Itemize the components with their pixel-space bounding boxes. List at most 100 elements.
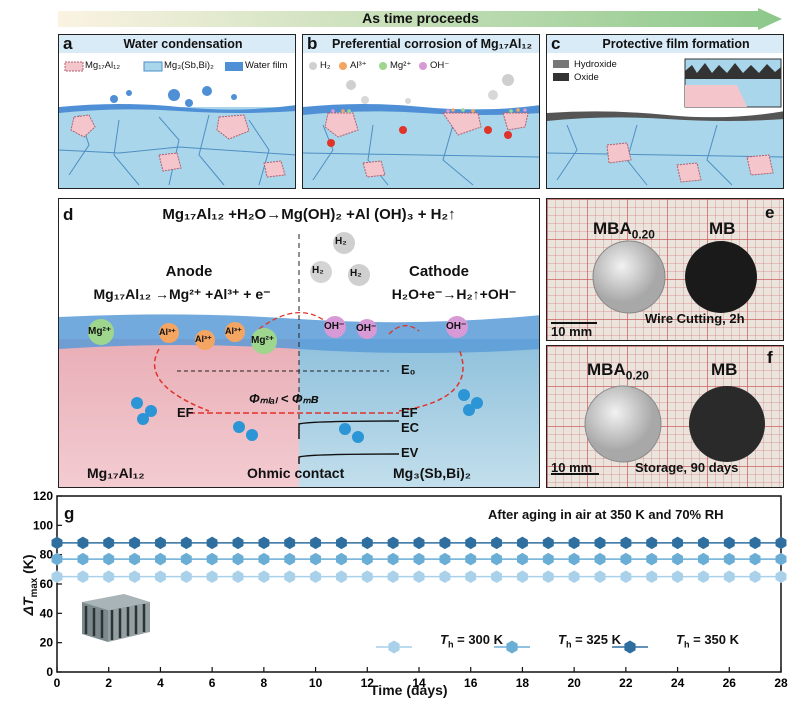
series-point-1 <box>232 552 244 566</box>
panel-e-caption: Wire Cutting, 2h <box>645 311 745 326</box>
ion-al-2: Al³⁺ <box>195 334 212 344</box>
legend-item-350: Th = 350 K <box>676 632 740 650</box>
series-point-1 <box>180 552 192 566</box>
legend-mgal: Mg₁₇Al₁₂ <box>85 60 121 71</box>
series-point-2 <box>542 536 554 550</box>
level-ec: EC <box>401 420 420 435</box>
series-point-0 <box>542 570 554 583</box>
series-point-0 <box>439 570 451 583</box>
x-tick-label: 18 <box>516 676 530 690</box>
series-point-0 <box>594 570 606 583</box>
ion-oh-1: OH⁻ <box>324 321 345 332</box>
series-point-1 <box>594 552 606 566</box>
legend-h2: H₂ <box>320 60 331 71</box>
level-ef-left: EF <box>177 405 194 420</box>
series-point-2 <box>594 536 606 550</box>
series-point-0 <box>284 570 296 583</box>
series-point-2 <box>180 536 192 550</box>
series-point-2 <box>516 536 528 550</box>
series-point-1 <box>723 552 735 566</box>
chart-xlabel: Time (days) <box>370 682 448 698</box>
legend-item-300: Th = 300 K <box>440 632 504 650</box>
ion-mg-2: Mg²⁺ <box>251 335 275 346</box>
legend-marker-0 <box>388 640 400 654</box>
series-point-2 <box>154 536 166 550</box>
x-tick-label: 14 <box>412 676 426 690</box>
series-point-2 <box>465 536 477 550</box>
x-tick-label: 8 <box>261 676 268 690</box>
cathode-equation: H₂O+e⁻→H₂↑+OH⁻ <box>391 286 517 302</box>
series-point-2 <box>258 536 270 550</box>
y-tick-label: 40 <box>40 606 54 620</box>
panel-f-scale: 10 mm <box>551 460 593 475</box>
series-point-0 <box>258 570 270 583</box>
series-point-0 <box>646 570 658 583</box>
series-point-1 <box>672 552 684 566</box>
panel-e-samples <box>551 240 757 324</box>
x-tick-label: 4 <box>157 676 164 690</box>
series-point-0 <box>491 570 503 583</box>
series-point-2 <box>129 536 141 550</box>
x-tick-label: 12 <box>361 676 375 690</box>
series-point-0 <box>387 570 399 583</box>
series-point-0 <box>51 570 63 583</box>
series-point-1 <box>154 552 166 566</box>
legend-marker-2 <box>624 640 636 654</box>
x-tick-label: 28 <box>774 676 788 690</box>
series-point-0 <box>568 570 580 583</box>
series-point-1 <box>542 552 554 566</box>
series-point-1 <box>310 552 322 566</box>
series-point-1 <box>206 552 218 566</box>
series-point-2 <box>103 536 115 550</box>
series-point-0 <box>232 570 244 583</box>
y-tick-label: 0 <box>46 665 53 679</box>
legend-al: Al³⁺ <box>350 60 367 71</box>
panel-d: d Mg₁₇Al₁₂ +H₂O→Mg(OH)₂ +Al (OH)₃ + H₂↑ … <box>58 198 540 488</box>
x-tick-label: 10 <box>309 676 323 690</box>
series-point-1 <box>413 552 425 566</box>
series-point-2 <box>77 536 89 550</box>
series-point-0 <box>77 570 89 583</box>
series-point-2 <box>646 536 658 550</box>
legend-oh: OH⁻ <box>430 60 450 71</box>
series-point-2 <box>51 536 63 550</box>
panel-a: a Water condensation Mg₁₇Al₁₂ Mg₃(Sb,Bi)… <box>58 34 296 189</box>
panel-e-label: e <box>765 203 775 222</box>
panel-f-samples <box>551 385 765 475</box>
y-tick-label: 120 <box>33 490 53 503</box>
panel-e-left-label: MBA0.20 <box>593 219 655 242</box>
time-arrow-label: As time proceeds <box>362 10 479 26</box>
series-point-1 <box>387 552 399 566</box>
series-point-0 <box>516 570 528 583</box>
series-point-0 <box>413 570 425 583</box>
cathode-title: Cathode <box>409 263 469 280</box>
y-tick-label: 60 <box>40 577 54 591</box>
series-point-0 <box>775 570 787 583</box>
series-point-1 <box>646 552 658 566</box>
series-point-1 <box>465 552 477 566</box>
anode-equation: Mg₁₇Al₁₂ →Mg²⁺ +Al³⁺ + e⁻ <box>93 286 271 302</box>
series-point-0 <box>723 570 735 583</box>
series-point-0 <box>749 570 761 583</box>
series-point-0 <box>697 570 709 583</box>
legend-hydroxide: Hydroxide <box>574 59 617 70</box>
panel-e-scale: 10 mm <box>551 324 593 339</box>
panel-f-caption: Storage, 90 days <box>635 460 739 475</box>
panel-d-label: d <box>63 205 74 224</box>
panel-b-title: Preferential corrosion of Mg₁₇Al₁₂ <box>331 37 533 51</box>
series-point-1 <box>335 552 347 566</box>
x-tick-label: 26 <box>723 676 737 690</box>
series-point-1 <box>439 552 451 566</box>
chart-ylabel: ΔTmax (K) <box>20 554 40 616</box>
series-point-2 <box>491 536 503 550</box>
series-point-2 <box>284 536 296 550</box>
device-image <box>82 594 150 642</box>
panel-c: c Protective film formation Hydroxide Ox… <box>546 34 784 189</box>
ion-al-1: Al³⁺ <box>159 327 176 337</box>
series-point-1 <box>129 552 141 566</box>
series-point-2 <box>749 536 761 550</box>
panel-f-photo: f MBA0.20 MB 10 mm Storage, 90 days <box>546 345 784 488</box>
level-e0: E₀ <box>401 362 416 377</box>
